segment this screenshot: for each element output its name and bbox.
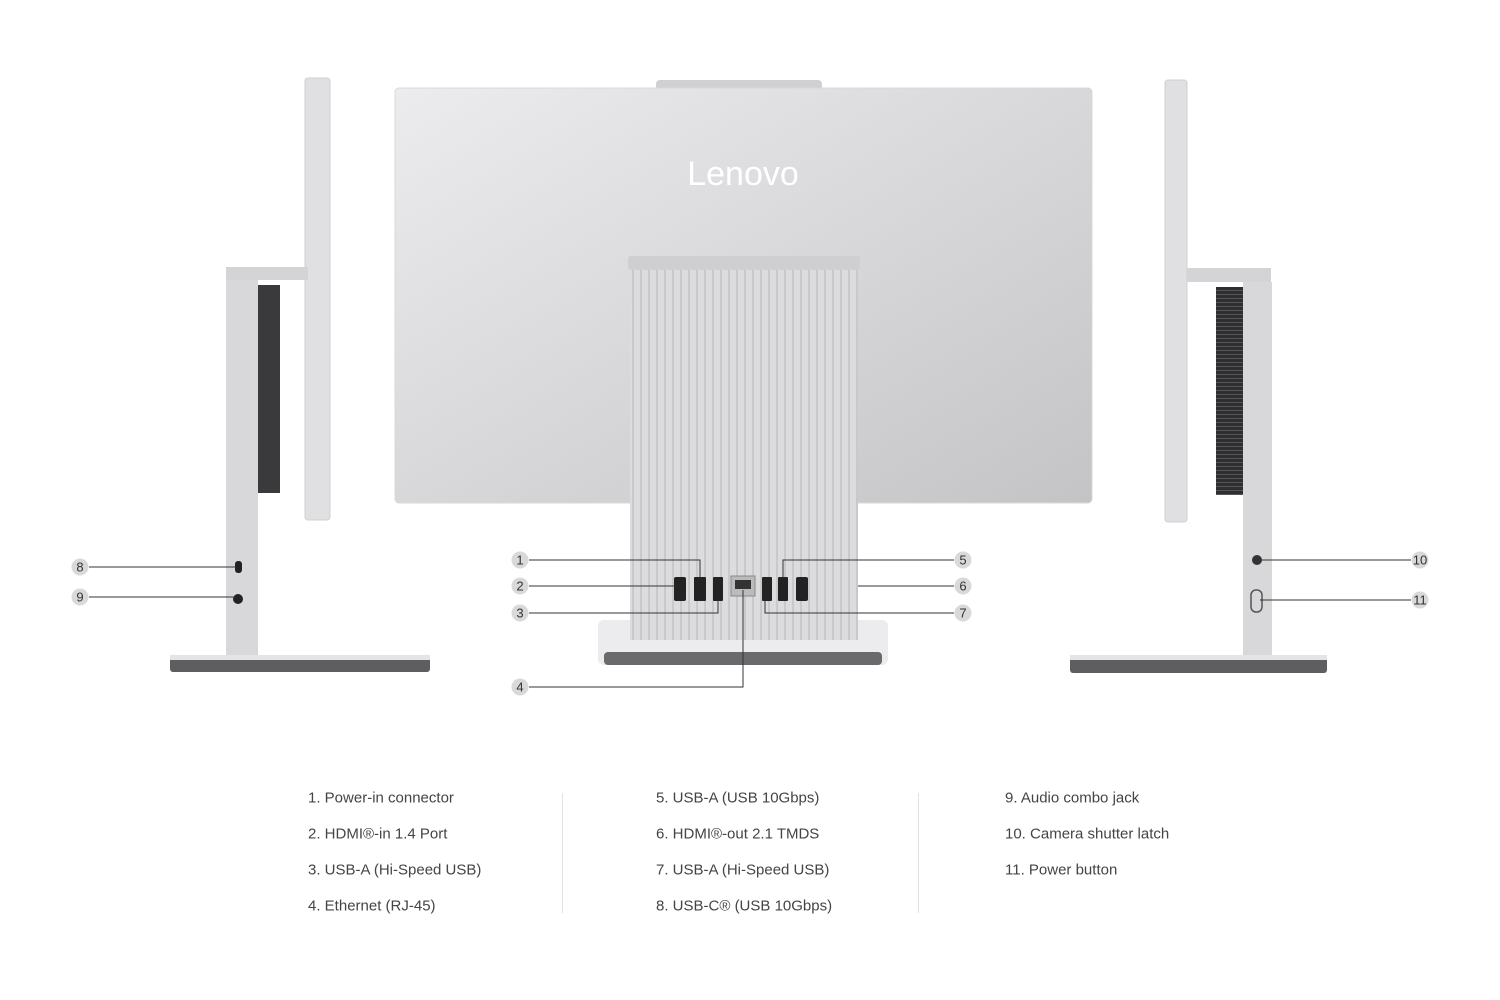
right-side-view	[1070, 79, 1327, 673]
left-side-view	[170, 77, 430, 672]
callout-9: 9	[71, 588, 89, 606]
legend-item: 10. Camera shutter latch	[1005, 825, 1170, 843]
callout-10: 10	[1411, 551, 1429, 569]
callout-8: 8	[71, 558, 89, 576]
callout-5: 5	[954, 551, 972, 569]
callout-7: 7	[954, 604, 972, 622]
divider	[562, 793, 563, 913]
callout-11: 11	[1411, 591, 1429, 609]
legend-item: 11. Power button	[1005, 861, 1118, 879]
callout-1: 1	[511, 551, 529, 569]
divider	[918, 793, 919, 913]
legend-item: 5. USB-A (USB 10Gbps)	[656, 789, 820, 807]
legend-item: 7. USB-A (Hi-Speed USB)	[656, 861, 830, 879]
callout-4: 4	[511, 678, 529, 696]
callout-6: 6	[954, 577, 972, 595]
legend-item: 6. HDMI®-out 2.1 TMDS	[656, 825, 820, 843]
legend-item: 3. USB-A (Hi-Speed USB)	[308, 861, 482, 879]
legend-item: 2. HDMI®-in 1.4 Port	[308, 825, 448, 843]
lenovo-logo: Lenovo	[687, 155, 799, 193]
callout-3: 3	[511, 604, 529, 622]
callout-2: 2	[511, 577, 529, 595]
rear-view: Lenovo	[394, 80, 1093, 665]
legend-item: 8. USB-C® (USB 10Gbps)	[656, 897, 833, 915]
legend-item: 1. Power-in connector	[308, 789, 454, 807]
legend-item: 4. Ethernet (RJ-45)	[308, 897, 436, 915]
leader-lines	[89, 559, 1411, 688]
legend-item: 9. Audio combo jack	[1005, 789, 1140, 807]
